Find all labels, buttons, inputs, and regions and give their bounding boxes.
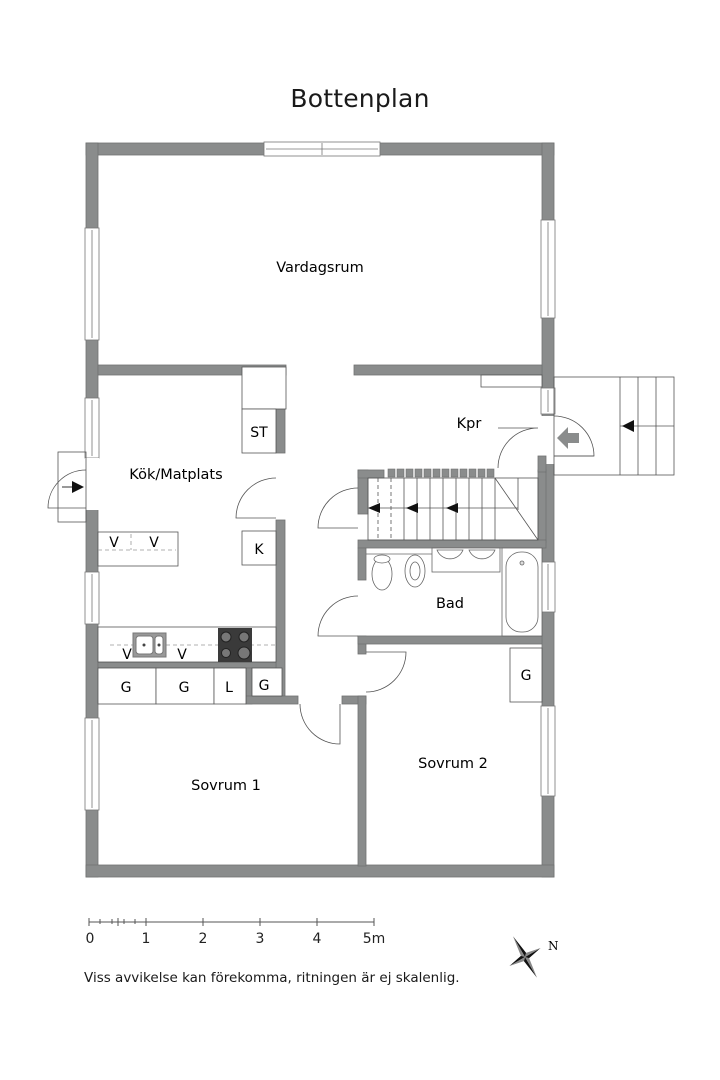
hall-shelf <box>480 374 543 388</box>
wardrobe-3 <box>251 667 283 697</box>
compass-rose-icon <box>509 936 541 978</box>
scale-tick-2: 2 <box>199 931 208 947</box>
disclaimer-text: Viss avvikelse kan förekomma, ritningen … <box>84 970 460 986</box>
scale-bar <box>88 918 375 926</box>
doors[interactable] <box>47 415 595 745</box>
steps-arrow <box>622 420 634 432</box>
interior-walls <box>97 364 547 867</box>
main-door-opening <box>541 416 555 464</box>
label-wardrobe-3: G <box>259 678 270 694</box>
scale-tick-4: 4 <box>313 931 322 947</box>
side-entrance-arrow <box>72 481 84 493</box>
scale-tick-3: 3 <box>256 931 265 947</box>
room-label-hall: Kpr <box>457 416 482 432</box>
room-label-bath: Bad <box>436 596 464 612</box>
linen-closet <box>213 667 247 705</box>
label-wardrobe-4: G <box>521 668 532 684</box>
stove <box>218 628 252 662</box>
label-counter-v2: V <box>177 647 187 663</box>
stair-arrows <box>368 503 458 513</box>
label-counter-v1: V <box>122 647 132 663</box>
fridge <box>241 530 277 566</box>
label-island-v1: V <box>109 535 119 551</box>
room-label-bedroom1: Sovrum 1 <box>191 778 261 794</box>
page-title: Bottenplan <box>290 84 430 113</box>
room-label-kitchen: Kök/Matplats <box>129 467 222 483</box>
scale-tick-5: 5m <box>363 931 386 947</box>
outdoor-steps[interactable] <box>553 376 675 476</box>
storage-cabinet <box>241 408 277 454</box>
label-wardrobe-1: G <box>121 680 132 696</box>
room-label-living: Vardagsrum <box>276 260 364 276</box>
wardrobe-1 <box>97 667 157 705</box>
kitchen-sink <box>132 632 167 658</box>
room-label-bedroom2: Sovrum 2 <box>418 756 488 772</box>
entrance-arrow-icon <box>557 427 579 449</box>
kitchen-island <box>97 531 179 567</box>
label-fridge: K <box>254 542 264 558</box>
compass-north-label: N <box>548 939 559 953</box>
scale-tick-0: 0 <box>86 931 95 947</box>
label-linen: L <box>225 680 233 696</box>
storage-top <box>241 366 287 410</box>
wardrobe-2 <box>155 667 215 705</box>
label-storage: ST <box>250 425 268 441</box>
wardrobe-4 <box>509 647 543 703</box>
indoor-stairs[interactable] <box>367 477 539 541</box>
label-wardrobe-2: G <box>179 680 190 696</box>
scale-tick-1: 1 <box>142 931 151 947</box>
stair-railing <box>387 468 495 478</box>
side-door-opening <box>85 458 99 510</box>
label-island-v2: V <box>149 535 159 551</box>
windows <box>84 141 556 811</box>
